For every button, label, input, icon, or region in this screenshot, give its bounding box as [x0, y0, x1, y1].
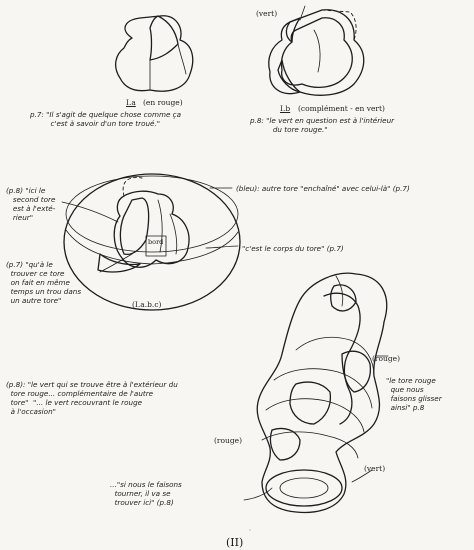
figure-1b-label: I.b	[280, 104, 291, 113]
figure-1a-quote: p.7: "Il s'agit de quelque chose comme ç…	[30, 110, 182, 128]
figure-1abc-label: (I.a.b.c)	[132, 300, 162, 309]
figure-1b-quote: p.8: "le vert en question est à l'intéri…	[250, 116, 395, 134]
figure-1abc-note-left-top: (p.8) "ici le second tore est à l'exté- …	[6, 186, 56, 222]
figure-1a-sublabel: (en rouge)	[143, 98, 183, 107]
figure-2-torus	[243, 272, 389, 531]
figure-1a-label: I.a	[126, 98, 136, 107]
figure-1b-sublabel: (complément - en vert)	[298, 104, 385, 113]
figure-2-note-bottom: ..."si nous le faisons tourner, il va se…	[110, 480, 182, 507]
figure-2-tag-rouge-mid: (rouge)	[214, 436, 243, 445]
figure-1b-tag: (vert)	[256, 9, 278, 18]
figure-1abc-torus	[61, 173, 241, 311]
figure-2-label: (II)	[226, 536, 244, 549]
figure-2-tag-rouge-top: (rouge)	[372, 354, 401, 363]
figure-2-tag-vert: (vert)	[364, 464, 386, 473]
figure-1b-torus	[268, 5, 365, 96]
figure-2-note-vert: (p.8): "le vert qui se trouve être à l'e…	[6, 380, 178, 416]
figure-1abc-inner-label: bord	[148, 238, 164, 246]
figure-1abc-note-bleu: (bleu): autre tore "enchaîné" avec celui…	[236, 184, 410, 193]
figure-1abc-note-left-bottom: (p.7) "qu'à le trouver ce tore on fait e…	[6, 260, 82, 305]
figure-1a-torus	[114, 15, 194, 92]
figure-1abc-note-corps: "c'est le corps du tore" (p.7)	[242, 244, 344, 253]
figure-2-note-right: "le tore rouge que nous faisons glisser …	[386, 376, 442, 412]
